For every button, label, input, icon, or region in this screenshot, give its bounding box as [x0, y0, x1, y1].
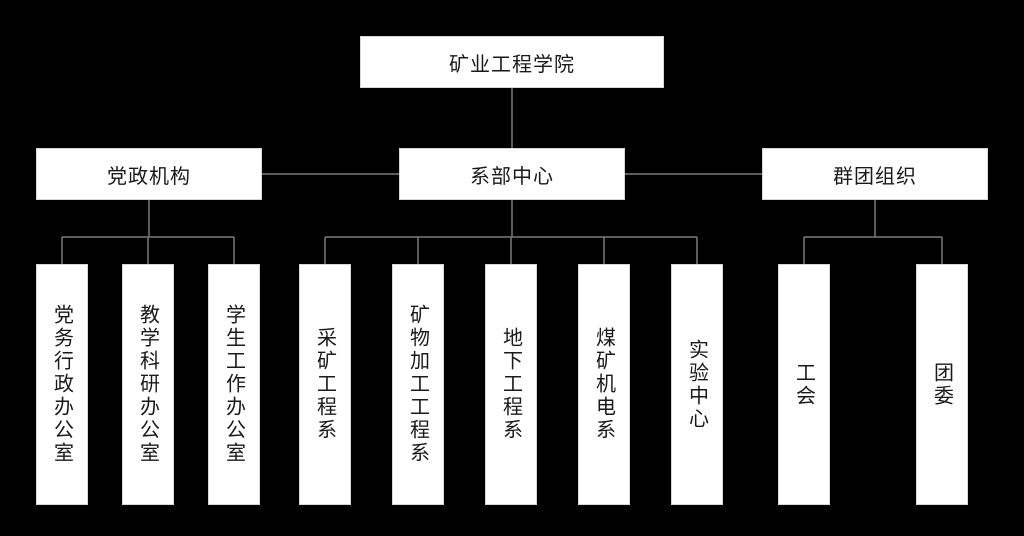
- org-node-ckgcx[interactable]: 采矿工程系: [299, 264, 351, 505]
- org-node-xbzx[interactable]: 系部中心: [399, 148, 625, 200]
- org-node-label: 群团组织: [833, 163, 917, 188]
- org-node-label: 工会: [792, 361, 817, 408]
- org-node-label: 系部中心: [470, 163, 554, 188]
- org-node-jxkybgs[interactable]: 教学科研办公室: [122, 264, 174, 505]
- org-node-dwxzbgs[interactable]: 党务行政办公室: [36, 264, 88, 505]
- org-node-label: 党政机构: [107, 163, 191, 188]
- org-node-kwjggcx[interactable]: 矿物加工工程系: [392, 264, 444, 505]
- org-node-label: 实验中心: [685, 338, 710, 431]
- org-node-gh[interactable]: 工会: [778, 264, 830, 505]
- org-node-xsgzbgs[interactable]: 学生工作办公室: [208, 264, 260, 505]
- org-node-dzjg[interactable]: 党政机构: [36, 148, 262, 200]
- org-node-label: 学生工作办公室: [222, 304, 247, 465]
- org-node-label: 团委: [930, 361, 955, 408]
- org-node-label: 采矿工程系: [313, 327, 338, 442]
- org-node-root[interactable]: 矿业工程学院: [360, 36, 664, 88]
- org-node-label: 煤矿机电系: [592, 327, 617, 442]
- org-node-mkjdx[interactable]: 煤矿机电系: [578, 264, 630, 505]
- org-node-label: 矿物加工工程系: [406, 304, 431, 465]
- org-node-tw[interactable]: 团委: [916, 264, 968, 505]
- org-node-syzx[interactable]: 实验中心: [671, 264, 723, 505]
- org-node-dxgcx[interactable]: 地下工程系: [485, 264, 537, 505]
- org-node-label: 教学科研办公室: [136, 304, 161, 465]
- org-node-label: 党务行政办公室: [50, 304, 75, 465]
- org-node-label: 地下工程系: [499, 327, 524, 442]
- org-node-qtzz[interactable]: 群团组织: [762, 148, 988, 200]
- org-node-label: 矿业工程学院: [449, 51, 575, 76]
